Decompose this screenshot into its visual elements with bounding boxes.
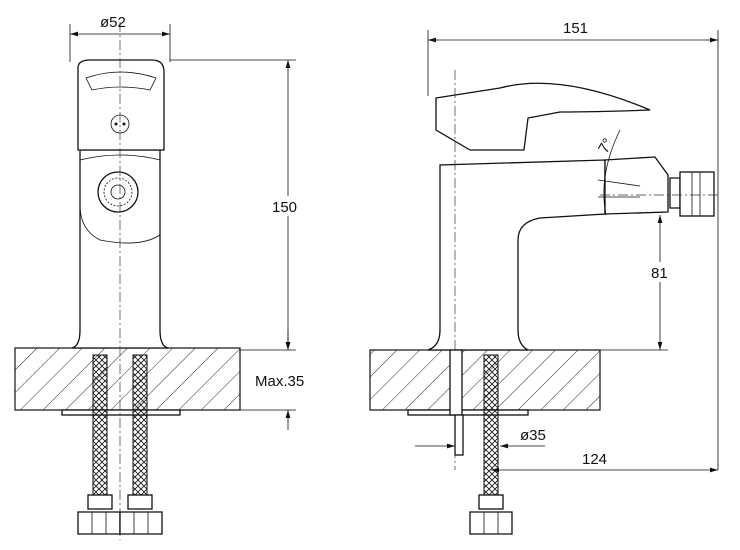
faucet-body — [71, 149, 169, 349]
aerator — [97, 171, 139, 213]
supply-hose-side — [469, 354, 513, 535]
supply-hoses — [77, 354, 163, 535]
dim-length-label: 151 — [563, 20, 588, 37]
front-view: ø52 150 Max.35 — [14, 14, 308, 540]
dim-max-thickness-label: Max.35 — [255, 373, 304, 390]
dim-spout-height-label: 81 — [651, 265, 668, 282]
dim-hole-diameter-label: ø35 — [520, 427, 546, 444]
lever-handle — [77, 59, 165, 151]
dim-width-label: ø52 — [100, 14, 126, 31]
bidet-nozzle — [679, 171, 715, 217]
lever-handle-side — [435, 82, 651, 151]
dim-angle-label: 7° — [595, 136, 617, 157]
mounting-plate — [61, 409, 181, 416]
side-view: 7° 151 81 ø35 124 — [369, 20, 720, 535]
faucet-body-side — [427, 159, 606, 351]
countertop-section — [14, 347, 241, 411]
dim-height-label: 150 — [272, 199, 297, 216]
dim-reach-label: 124 — [582, 451, 607, 468]
